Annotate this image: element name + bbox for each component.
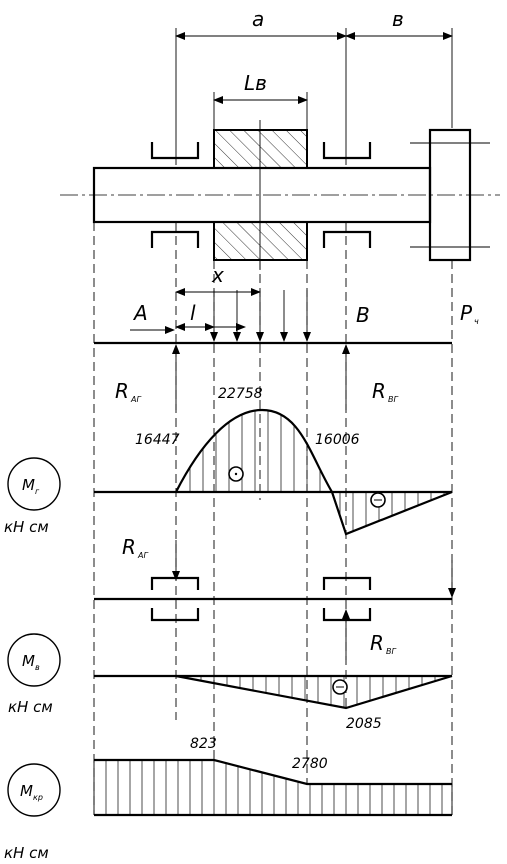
load-scheme: x l A B P ч R АГ R ВГ bbox=[94, 263, 479, 410]
shaft bbox=[60, 120, 500, 270]
moment-horizontal-diagram: 16447 22758 16006 M г кН см bbox=[4, 386, 453, 536]
vertical-load-scheme: R АГ R ВГ bbox=[94, 535, 456, 660]
dim-b-label: в bbox=[392, 7, 404, 31]
mh-symbol: M bbox=[22, 476, 35, 494]
mv-value-1: 2085 bbox=[346, 716, 382, 732]
rb-sub: ВГ bbox=[388, 395, 398, 404]
force-p-sub: ч bbox=[474, 317, 479, 326]
tq-value-2: 2780 bbox=[292, 756, 328, 772]
tq-units: кН см bbox=[4, 844, 49, 862]
mh-value-3: 16006 bbox=[315, 432, 360, 448]
dim-l-label: l bbox=[190, 301, 196, 325]
dimension-a: а bbox=[175, 7, 347, 40]
mh-units: кН см bbox=[4, 518, 49, 536]
tq-symbol: M bbox=[20, 782, 33, 800]
projection-lines bbox=[93, 222, 453, 815]
dim-a-label: а bbox=[252, 7, 264, 31]
tq-legend-circle bbox=[7, 763, 61, 817]
mh-legend-circle bbox=[7, 457, 61, 511]
dimension-lb: Lв bbox=[213, 71, 308, 104]
mh-value-2: 22758 bbox=[218, 386, 263, 402]
ra-label: R bbox=[115, 379, 129, 403]
ra-v-sub: АГ bbox=[137, 551, 148, 560]
force-p-label: P bbox=[460, 301, 473, 325]
mv-symbol: M bbox=[22, 652, 35, 670]
tq-value-1: 823 bbox=[190, 736, 217, 752]
mv-symbol-sub: в bbox=[35, 663, 40, 672]
torque-diagram: 823 2780 M кр кН см bbox=[4, 736, 453, 862]
dim-x-label: x bbox=[211, 263, 224, 287]
rb-v-label: R bbox=[370, 631, 384, 655]
point-a-label: A bbox=[132, 301, 148, 325]
ra-sub: АГ bbox=[130, 395, 141, 404]
mh-value-1: 16447 bbox=[135, 432, 180, 448]
mv-units: кН см bbox=[8, 698, 53, 716]
ra-v-label: R bbox=[122, 535, 136, 559]
mh-symbol-sub: г bbox=[35, 487, 40, 496]
rb-v-sub: ВГ bbox=[386, 647, 396, 656]
tq-symbol-sub: кр bbox=[33, 793, 43, 802]
dimension-b: в bbox=[345, 7, 453, 40]
dim-lb-label: Lв bbox=[244, 71, 267, 95]
point-b-label: B bbox=[356, 303, 370, 327]
rb-label: R bbox=[372, 379, 386, 403]
mv-legend-circle bbox=[7, 633, 61, 687]
